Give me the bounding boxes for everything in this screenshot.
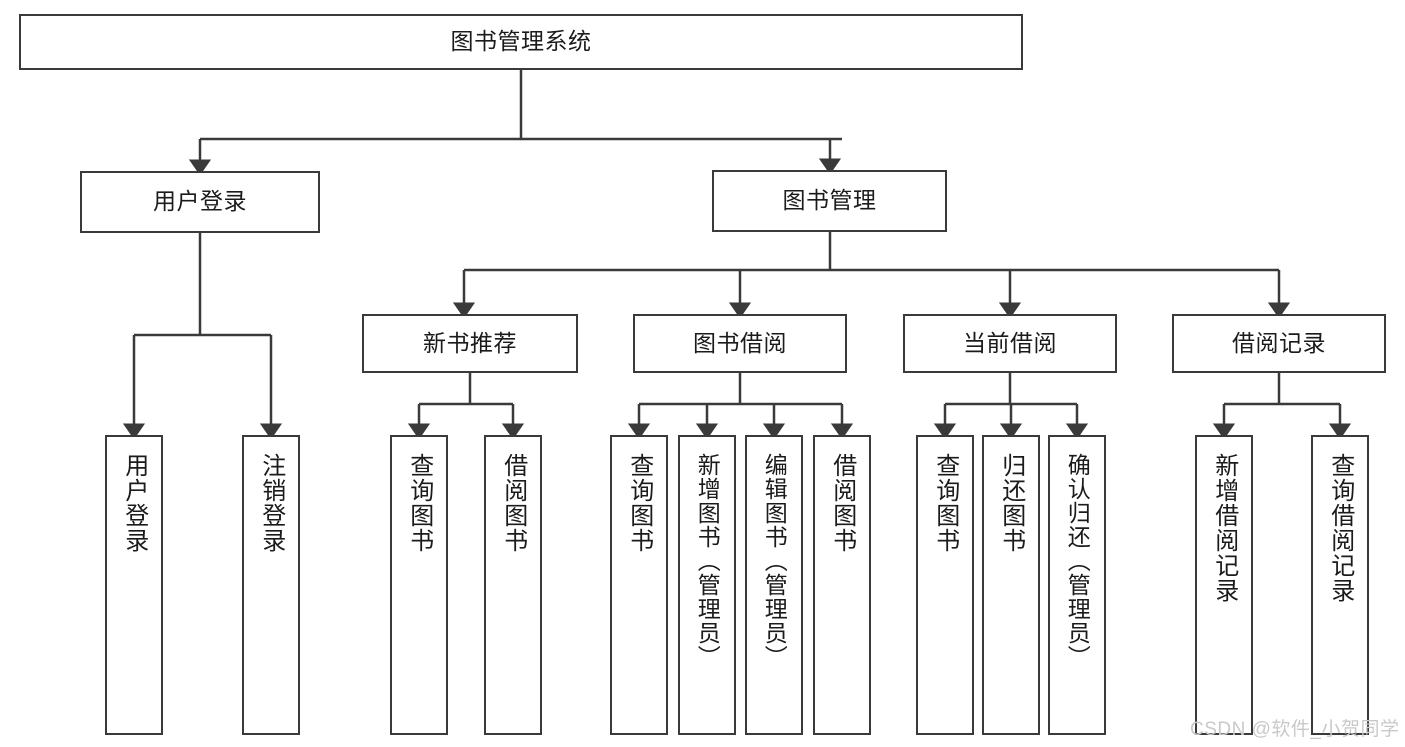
node-label: 当前借阅 — [963, 329, 1057, 356]
node-label: 借阅图书 — [828, 453, 856, 553]
node-label: 归还图书 — [997, 453, 1025, 553]
node-label: 图书借阅 — [693, 329, 787, 356]
node-leaf-return-book[interactable]: 归还图书 — [982, 435, 1040, 735]
node-leaf-add-record[interactable]: 新增借阅记录 — [1195, 435, 1253, 735]
node-leaf-user-login[interactable]: 用户登录 — [105, 435, 163, 735]
node-leaf-query-record[interactable]: 查询借阅记录 — [1311, 435, 1369, 735]
node-leaf-borrow-book-rec[interactable]: 借阅图书 — [484, 435, 542, 735]
node-label: 查询图书 — [405, 453, 433, 553]
node-label: 图书管理 — [782, 187, 877, 214]
node-borrow-record[interactable]: 借阅记录 — [1172, 314, 1386, 373]
node-leaf-borrow-book[interactable]: 借阅图书 — [813, 435, 871, 735]
node-label: 图书管理系统 — [450, 28, 592, 55]
node-label: 借阅图书 — [499, 453, 527, 553]
node-book-manage[interactable]: 图书管理 — [712, 170, 947, 232]
node-current-borrow[interactable]: 当前借阅 — [903, 314, 1117, 373]
node-root[interactable]: 图书管理系统 — [19, 14, 1023, 70]
node-leaf-confirm-return[interactable]: 确认归还（管理员） — [1048, 435, 1106, 735]
node-label: 编辑图书（管理员） — [761, 453, 788, 669]
node-leaf-user-logout[interactable]: 注销登录 — [242, 435, 300, 735]
node-label: 确认归还（管理员） — [1064, 453, 1091, 669]
node-new-book-recommend[interactable]: 新书推荐 — [362, 314, 578, 373]
node-book-borrow[interactable]: 图书借阅 — [633, 314, 847, 373]
node-leaf-add-book[interactable]: 新增图书（管理员） — [678, 435, 736, 735]
connector-lines — [122, 70, 1352, 440]
node-label: 新增借阅记录 — [1210, 453, 1238, 603]
node-leaf-edit-book[interactable]: 编辑图书（管理员） — [745, 435, 803, 735]
node-label: 注销登录 — [257, 453, 285, 553]
node-label: 查询图书 — [931, 453, 959, 553]
node-user-login[interactable]: 用户登录 — [80, 171, 320, 233]
node-label: 新增图书（管理员） — [694, 453, 721, 669]
node-label: 用户登录 — [153, 188, 247, 215]
node-label: 新书推荐 — [423, 329, 517, 356]
node-leaf-query-book-current[interactable]: 查询图书 — [916, 435, 974, 735]
node-label: 用户登录 — [120, 453, 148, 553]
node-label: 查询借阅记录 — [1326, 453, 1354, 603]
watermark-text: CSDN @软件_小贺同学 — [1190, 719, 1400, 740]
node-label: 借阅记录 — [1232, 329, 1326, 356]
node-label: 查询图书 — [625, 453, 653, 553]
node-leaf-query-book-rec[interactable]: 查询图书 — [390, 435, 448, 735]
node-leaf-query-book-borrow[interactable]: 查询图书 — [610, 435, 668, 735]
